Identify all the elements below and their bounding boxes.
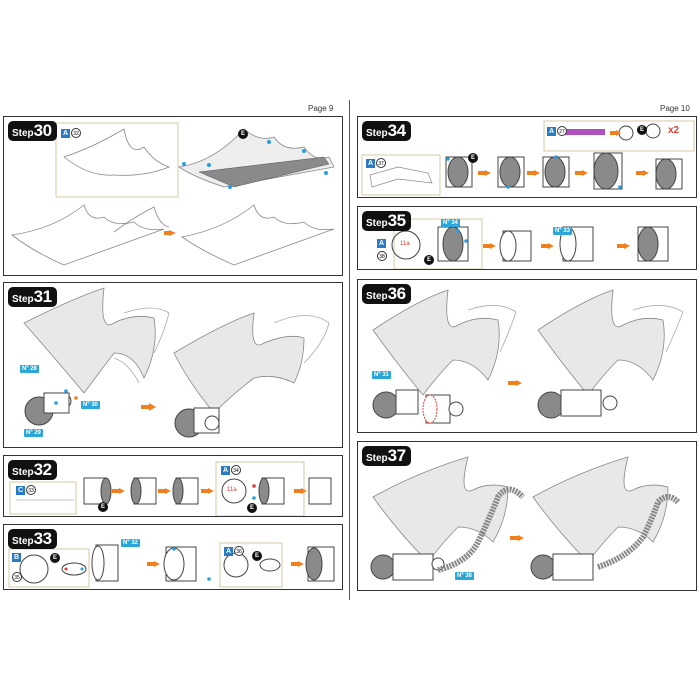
marker-e: E xyxy=(468,153,478,163)
part-tag-31: Nº 31 xyxy=(372,371,391,379)
part-tag-28: Nº 28 xyxy=(20,365,39,373)
part-letter-badge: C xyxy=(16,486,25,495)
part-tag-30: Nº 30 xyxy=(81,401,100,409)
part-letter-badge: A xyxy=(366,159,375,168)
part-letter-badge: A xyxy=(377,239,386,248)
step-30-illustration xyxy=(11,122,335,266)
marker-e: E xyxy=(50,553,60,563)
step-31-panel: Step31 Nº 28 Nº 29 Nº 30 xyxy=(3,282,343,448)
part-letter-badge: A xyxy=(221,466,230,475)
quantity-label: x2 xyxy=(668,125,680,136)
marker-e: E xyxy=(247,503,257,513)
step-32-panel: Step32 C 33 E A 34 E 11a xyxy=(3,455,343,517)
part-number-circle: 32 xyxy=(71,128,81,138)
step-34-panel: Step34 A 37 A 27 E E x2 xyxy=(357,116,697,198)
part-tag-29: Nº 29 xyxy=(24,429,43,437)
step-30-panel: Step30 A 32 E xyxy=(3,116,343,276)
part-letter-badge: A xyxy=(61,129,70,138)
step-33-panel: Step33 B 35 E Nº 32 A 36 E xyxy=(3,524,343,590)
part-number-circle: 37 xyxy=(376,158,386,168)
part-tag-33: Nº 33 xyxy=(553,227,572,235)
step-33-title: Step33 xyxy=(8,529,57,549)
marker-e: E xyxy=(637,125,647,135)
step-33-illustration xyxy=(8,542,335,588)
part-letter-badge: B xyxy=(12,553,21,562)
step-36-illustration xyxy=(372,289,684,424)
part-number-circle: 36 xyxy=(234,546,244,556)
marker-e: E xyxy=(252,551,262,561)
step-36-title: Step36 xyxy=(362,284,411,304)
part-tag-32: Nº 32 xyxy=(121,539,140,547)
marker-e: E xyxy=(424,255,434,265)
page-label-right: Page 10 xyxy=(660,104,690,113)
step-37-title: Step37 xyxy=(362,446,411,466)
part-tag-34: Nº 34 xyxy=(441,219,460,227)
part-number-circle: 35 xyxy=(12,572,22,582)
step-34-illustration xyxy=(361,120,695,196)
step-37-panel: Step37 Nº 38 xyxy=(357,441,697,591)
inner-label: 11a xyxy=(227,487,237,493)
step-32-illustration xyxy=(9,461,332,516)
step-35-illustration xyxy=(391,218,669,269)
part-number-circle: 27 xyxy=(557,126,567,136)
part-tag-38: Nº 38 xyxy=(455,572,474,580)
step-36-panel: Step36 Nº 31 xyxy=(357,279,697,433)
step-31-illustration xyxy=(23,287,330,438)
page-divider xyxy=(349,100,350,600)
part-letter-badge: A xyxy=(224,547,233,556)
step-35-panel: Step35 A 38 Nº 34 Nº 33 E 11a xyxy=(357,206,697,270)
step-31-title: Step31 xyxy=(8,287,57,307)
part-number-circle: 34 xyxy=(231,465,241,475)
page-label-left: Page 9 xyxy=(308,104,334,113)
step-32-title: Step32 xyxy=(8,460,57,480)
step-30-title: Step30 xyxy=(8,121,57,141)
marker-e: E xyxy=(98,502,108,512)
step-37-illustration xyxy=(370,456,681,581)
part-number-circle: 38 xyxy=(377,251,387,261)
step-34-title: Step34 xyxy=(362,121,411,141)
step-35-title: Step35 xyxy=(362,211,411,231)
marker-e: E xyxy=(238,129,248,139)
part-number-circle: 33 xyxy=(26,485,36,495)
part-letter-badge: A xyxy=(547,127,556,136)
inner-label: 11a xyxy=(400,241,410,247)
